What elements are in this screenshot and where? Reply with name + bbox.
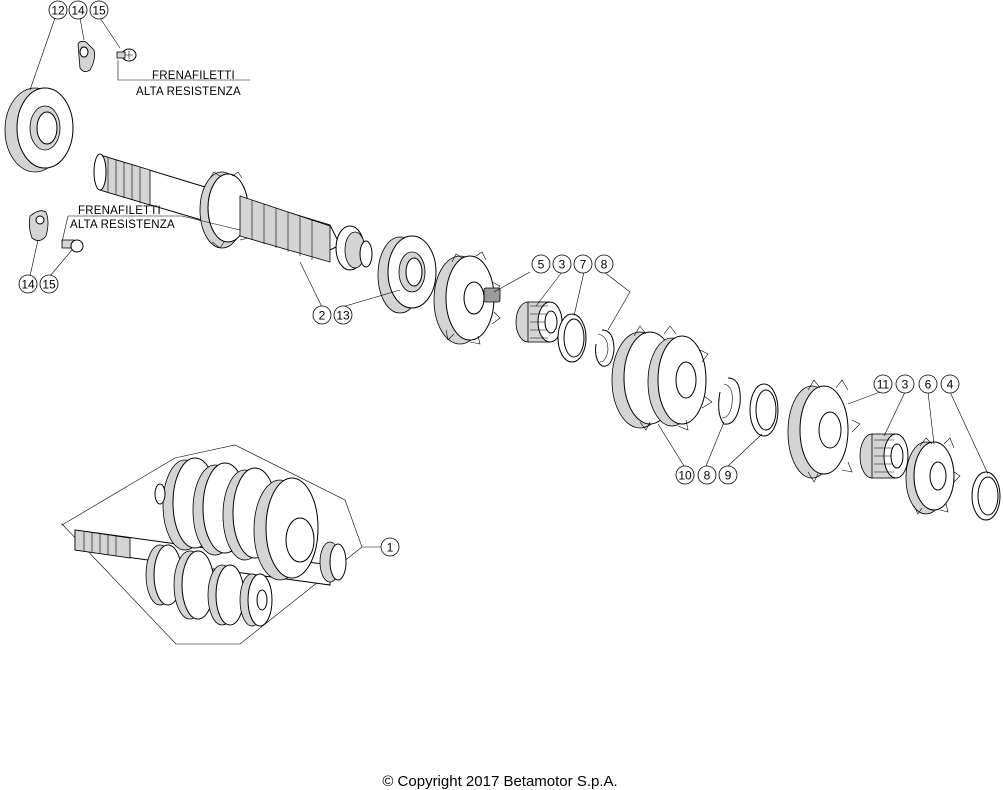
callout-label: 10 — [678, 469, 692, 483]
callout-label: 8 — [601, 258, 608, 272]
callout-4: 4 — [940, 374, 960, 394]
callout-label: 12 — [51, 4, 65, 18]
callout-14-top: 14 — [68, 0, 88, 20]
threadlock-note-left-line2: ALTA RESISTENZA — [70, 219, 175, 231]
threadlock-note-left-line1: FRENAFILETTI — [78, 205, 161, 217]
callout-10: 10 — [675, 465, 695, 485]
callout-14-left: 14 — [18, 274, 38, 294]
callout-label: 15 — [42, 278, 56, 292]
callout-12-top: 12 — [48, 0, 68, 20]
callout-9: 9 — [718, 465, 738, 485]
callout-label: 3 — [902, 378, 909, 392]
callout-8-b: 8 — [697, 465, 717, 485]
callout-6: 6 — [918, 374, 938, 394]
callout-label: 7 — [580, 258, 587, 272]
gear-6 — [905, 437, 961, 515]
circlip-8-b — [718, 377, 741, 425]
callout-3-b: 3 — [895, 374, 915, 394]
callout-label: 4 — [947, 378, 954, 392]
callout-11: 11 — [873, 374, 893, 394]
leader-lines — [29, 17, 989, 548]
washer-9 — [749, 383, 779, 437]
callout-13: 13 — [333, 305, 353, 325]
assembly-1 — [61, 444, 363, 645]
bearing-12 — [4, 87, 74, 173]
callout-label: 1 — [387, 541, 394, 555]
lock-plate-14-left — [28, 210, 49, 241]
mainshaft-2 — [93, 153, 373, 271]
gear-sliding — [433, 251, 501, 345]
screw-15-left — [61, 239, 84, 253]
washer-7 — [557, 313, 587, 363]
needle-bearing-3-b — [859, 433, 909, 479]
threadlock-note-top-line1: FRENAFILETTI — [152, 70, 235, 82]
callout-15-top: 15 — [89, 0, 109, 20]
callout-2: 2 — [312, 305, 332, 325]
washer-4 — [971, 471, 1001, 521]
callout-15-left: 15 — [39, 274, 59, 294]
callout-label: 6 — [925, 378, 932, 392]
lock-plate-14-top — [77, 40, 95, 72]
callout-3-a: 3 — [552, 254, 572, 274]
callout-5: 5 — [531, 254, 551, 274]
threadlock-note-top-line2: ALTA RESISTENZA — [136, 86, 241, 98]
callout-1: 1 — [380, 537, 400, 557]
callout-label: 9 — [725, 469, 732, 483]
callout-label: 14 — [71, 4, 85, 18]
callout-label: 13 — [336, 309, 350, 323]
needle-bearing-5 — [515, 301, 563, 343]
callout-label: 14 — [21, 278, 35, 292]
callout-label: 3 — [559, 258, 566, 272]
callout-label: 15 — [92, 4, 106, 18]
gear-11 — [787, 379, 861, 483]
callout-label: 2 — [319, 309, 326, 323]
callout-7: 7 — [573, 254, 593, 274]
double-gear-10 — [611, 325, 713, 431]
callout-8-a: 8 — [594, 254, 614, 274]
copyright-footer: © Copyright 2017 Betamotor S.p.A. — [382, 773, 617, 790]
callout-label: 8 — [704, 469, 711, 483]
circlip-8-a — [595, 329, 615, 367]
screw-15-top — [116, 48, 137, 62]
bearing-13 — [377, 235, 437, 314]
callout-label: 11 — [877, 378, 890, 392]
callout-label: 5 — [538, 258, 545, 272]
